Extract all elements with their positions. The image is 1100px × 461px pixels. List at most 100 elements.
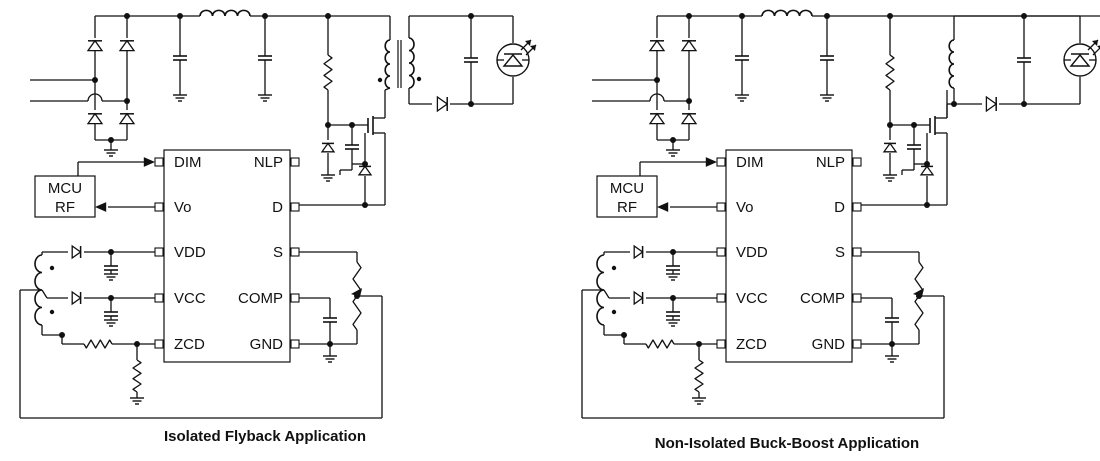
pin-box — [154, 293, 164, 303]
mcu-label: MCU — [48, 180, 82, 197]
pin-box — [154, 339, 164, 349]
led-icon — [496, 39, 537, 77]
capacitor-symbol — [323, 317, 337, 323]
capacitor-symbol — [1017, 57, 1031, 63]
pin-box — [154, 247, 164, 257]
pin-box — [290, 339, 300, 349]
ground-symbol — [666, 149, 680, 157]
pin-label-vcc: VCC — [736, 290, 768, 307]
pin-box — [852, 157, 862, 167]
pin-box — [716, 202, 726, 212]
resistor-symbol — [645, 339, 675, 349]
diode-symbol — [86, 39, 104, 52]
capacitor-symbol — [885, 317, 899, 323]
diode-symbol — [71, 290, 82, 306]
ground-symbol — [323, 355, 337, 363]
pin-box — [716, 247, 726, 257]
inductor-symbol — [948, 39, 955, 89]
capacitor-symbol — [258, 55, 272, 61]
capacitor-symbol — [345, 144, 359, 150]
buck-boost-output — [946, 13, 1100, 118]
resistor-symbol — [83, 339, 113, 349]
diode-symbol — [985, 95, 998, 113]
aux-supply — [34, 244, 155, 405]
diode-symbol — [633, 290, 644, 306]
power-stage — [858, 16, 948, 208]
diode-symbol — [882, 142, 898, 153]
power-stage — [296, 16, 386, 208]
mosfet-symbol — [929, 90, 948, 205]
inductor-symbol — [761, 9, 813, 17]
ground-symbol — [883, 174, 897, 182]
caption: Isolated Flyback Application — [164, 428, 366, 445]
pin-label-d: D — [834, 199, 845, 216]
junction-dot — [49, 309, 55, 315]
mosfet-symbol — [367, 90, 386, 205]
capacitor-symbol — [173, 55, 187, 61]
ground-symbol — [692, 397, 706, 405]
pin-box — [852, 339, 862, 349]
pin-box — [154, 157, 164, 167]
junction-dot — [377, 77, 383, 83]
pin-label-s: S — [273, 244, 283, 261]
ground-symbol — [130, 397, 144, 405]
arrow-head — [705, 157, 717, 167]
ground-symbol — [885, 355, 899, 363]
pin-box — [290, 202, 300, 212]
pin-label-zcd: ZCD — [736, 336, 767, 353]
inductor-symbol — [199, 9, 251, 17]
capacitor-symbol — [907, 144, 921, 150]
pin-box — [852, 247, 862, 257]
diode-symbol — [86, 112, 104, 125]
diagram-caption: Non-Isolated Buck-Boost Application — [655, 435, 919, 452]
ground-symbol — [104, 273, 118, 281]
resistor-symbol — [132, 359, 142, 393]
junction-dot — [416, 76, 422, 82]
ac-input — [592, 77, 692, 104]
junction-dot — [49, 265, 55, 271]
ground-symbol — [258, 94, 272, 102]
ground-symbol — [666, 319, 680, 327]
ic-body — [725, 149, 853, 363]
ground-symbol — [820, 94, 834, 102]
caption: Non-Isolated Buck-Boost Application — [655, 435, 919, 452]
diode-symbol — [357, 165, 373, 176]
resistor-symbol — [694, 359, 704, 393]
pin-label-vcc: VCC — [174, 290, 206, 307]
capacitor-symbol — [820, 55, 834, 61]
capacitor-symbol — [104, 311, 118, 317]
inductor-symbol — [384, 39, 391, 89]
arrow-head — [657, 202, 669, 212]
junction-dot — [611, 309, 617, 315]
pin-label-vo: Vo — [736, 199, 754, 216]
ic-body — [163, 149, 291, 363]
feedback-network — [19, 251, 383, 419]
pin-label-zcd: ZCD — [174, 336, 205, 353]
aux-supply — [596, 244, 717, 405]
pin-label-comp: COMP — [238, 290, 283, 307]
pin-label-gnd: GND — [250, 336, 284, 353]
pin-box — [716, 339, 726, 349]
pin-box — [852, 293, 862, 303]
pin-box — [852, 202, 862, 212]
pin-label-nlp: NLP — [254, 154, 283, 171]
rf-label: RF — [55, 199, 75, 216]
pin-label-nlp: NLP — [816, 154, 845, 171]
pin-label-vdd: VDD — [736, 244, 768, 261]
pin-box — [290, 157, 300, 167]
rf-label: RF — [617, 199, 637, 216]
mcu-label: MCU — [610, 180, 644, 197]
resistor-symbol — [323, 54, 333, 91]
pin-box — [716, 157, 726, 167]
pin-label-dim: DIM — [174, 154, 202, 171]
bridge-rectifier — [648, 13, 698, 157]
diode-symbol — [633, 244, 644, 260]
capacitor-symbol — [464, 57, 478, 63]
diode-symbol — [436, 95, 449, 113]
led-icon — [1063, 39, 1100, 77]
